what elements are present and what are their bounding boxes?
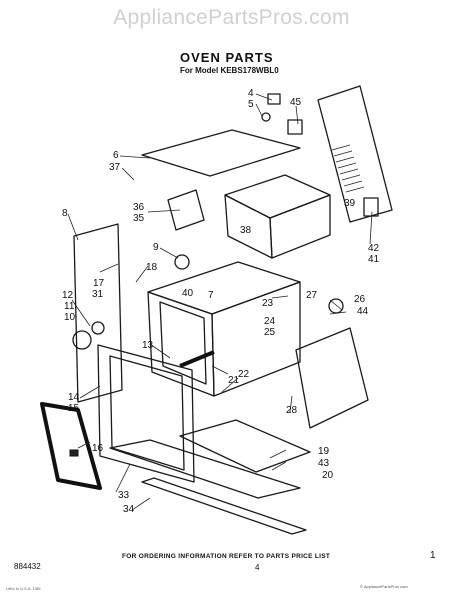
diagram-code: 884432 [14,562,41,571]
callout-label: 19 [318,446,330,457]
callout-label: 22 [238,369,250,380]
callout-label: 8 [62,208,68,219]
callout-label: 35 [133,213,145,224]
callout-label: 34 [123,504,135,515]
top-cover [141,129,301,177]
upper-insulation [224,174,331,259]
callout-label: 39 [344,198,356,209]
callout-label: 23 [262,298,274,309]
callout-label: 5 [248,99,254,110]
callout-label: 21 [228,375,240,386]
front-trim [109,439,301,499]
thermostat-bulb [174,254,190,270]
hinge-bracket [267,93,281,105]
light-socket [91,321,105,335]
callout-label: 16 [92,443,104,454]
callout-label: 41 [368,254,380,265]
callout-label: 31 [92,289,104,300]
model-subtitle: For Model KEBS178WBL0 [180,66,279,75]
callout-label: 17 [93,278,105,289]
callout-label: 25 [264,327,276,338]
callout-label: 18 [146,262,158,273]
ordering-footer: FOR ORDERING INFORMATION REFER TO PARTS … [122,553,331,560]
callout-label: 42 [368,243,380,254]
knob-part [261,112,271,122]
mounting-plate [287,119,303,135]
vent-tube [167,189,205,231]
callout-label: 45 [290,97,302,108]
light-lens [72,330,92,350]
callout-label: 14 [68,392,80,403]
callout-label: 10 [64,312,76,323]
callout-label: 44 [357,306,369,317]
bake-element [179,350,215,368]
callout-label: 40 [182,288,194,299]
callout-label: 6 [113,150,119,161]
page-number: 4 [255,563,260,572]
watermark: AppliancePartsPros.com [113,6,350,29]
callout-label: 24 [264,316,276,327]
lower-trim [141,477,307,535]
bottom-panel [179,419,311,473]
callout-label: 13 [142,340,154,351]
callout-label: 7 [208,290,214,301]
oven-cavity [147,261,301,397]
clip-part [69,449,79,457]
latch-bracket [363,197,379,217]
page-title: OVEN PARTS [180,50,274,65]
callout-label: 1 [430,550,436,561]
callout-label: 28 [286,405,298,416]
gasket-ring [328,298,344,314]
right-insulation [295,327,369,429]
callout-label: 12 [62,290,74,301]
fine-print-left: Litho in U.S.A. 1/89 [6,586,41,591]
callout-label: 4 [248,88,254,99]
callout-label: 9 [153,242,159,253]
leader-lines [67,93,373,511]
callout-label: 20 [322,470,334,481]
callout-label: 26 [354,294,366,305]
callout-label: 27 [306,290,318,301]
callout-labels: 4 5 45 6 37 36 35 39 38 8 9 42 41 17 18 … [62,88,436,561]
callout-label: 38 [240,225,252,236]
rear-panel [317,85,393,223]
callout-label: 43 [318,458,330,469]
door-gasket [40,402,102,490]
callout-label: 36 [133,202,145,213]
fine-print-right: © AppliancePartsPros.com [360,584,408,589]
callout-label: 11 [64,301,75,312]
callout-label: 37 [109,162,121,173]
front-frame [97,344,195,483]
callout-label: 33 [118,490,130,501]
callout-label: 15 [68,403,80,414]
